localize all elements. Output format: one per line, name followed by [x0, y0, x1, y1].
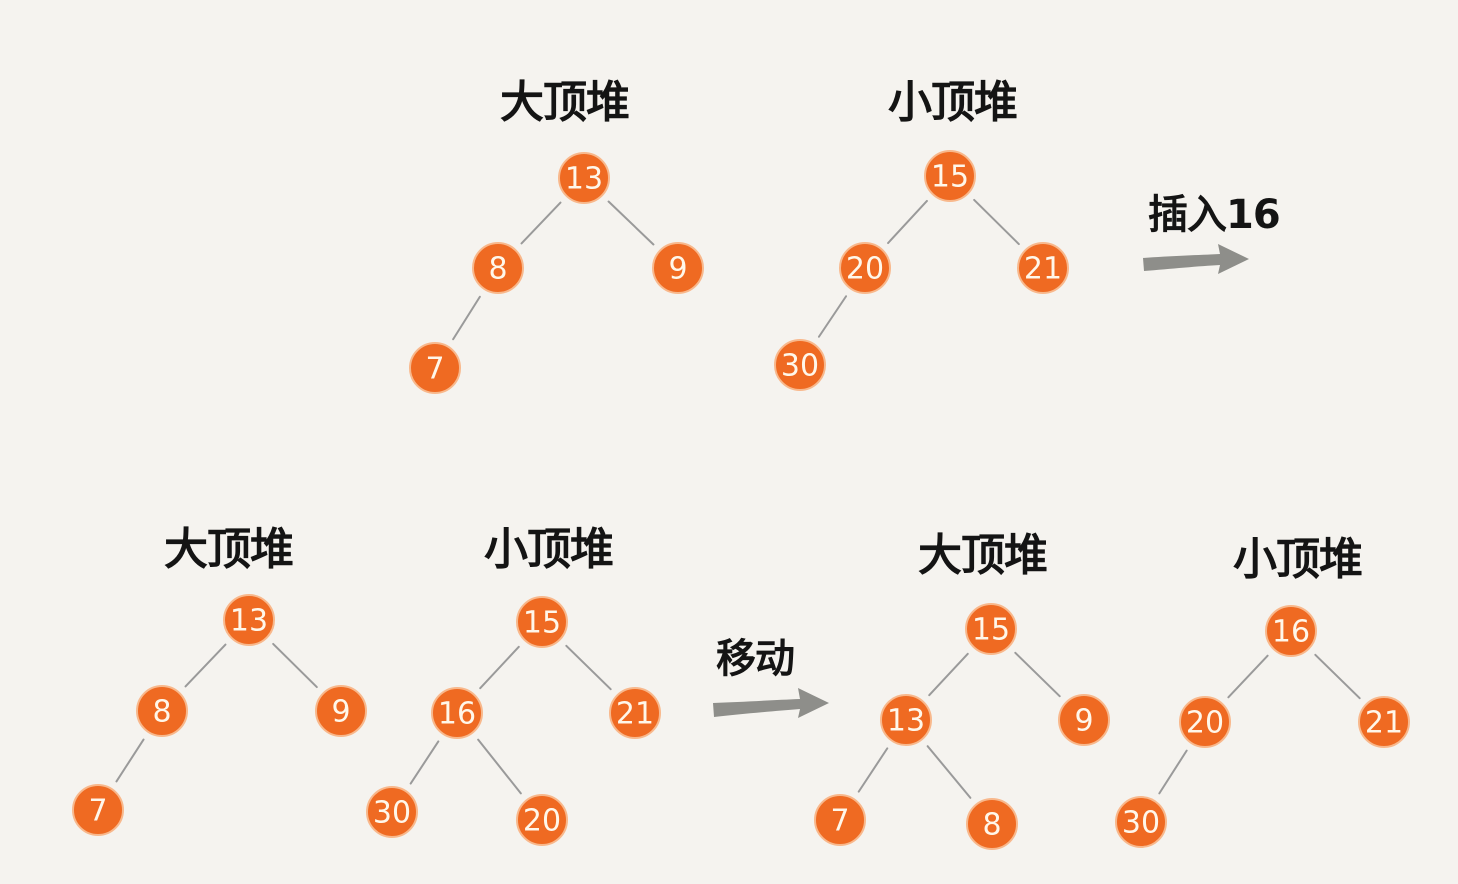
heap-title: 小顶堆 — [1233, 534, 1362, 585]
heap-node — [136, 685, 188, 737]
heap-node — [516, 794, 568, 846]
heap-node-label: 7 — [425, 352, 444, 387]
heap-node — [814, 794, 866, 846]
heap-title: 大顶堆 — [164, 524, 293, 575]
heap-edge — [184, 643, 227, 688]
heap-node — [516, 596, 568, 648]
heap-node — [1358, 696, 1410, 748]
heap-edge — [520, 201, 562, 245]
heap-node-label: 21 — [1024, 252, 1062, 287]
move-step: 移动 — [713, 636, 829, 718]
heap-node-label: 15 — [931, 160, 969, 195]
heap-node — [774, 339, 826, 391]
heap-node-label: 21 — [616, 697, 654, 732]
heap-node-label: 9 — [1074, 704, 1093, 739]
heap-node-label: 7 — [830, 804, 849, 839]
heap-edge — [1314, 653, 1361, 700]
heap-edge — [272, 642, 318, 689]
heap-node-label: 30 — [373, 796, 411, 831]
heap-node — [431, 687, 483, 739]
heap-node — [965, 603, 1017, 655]
heap-node-label: 30 — [781, 349, 819, 384]
heap-node-label: 16 — [1272, 615, 1310, 650]
heap-node — [315, 685, 367, 737]
heap-edge — [1158, 749, 1188, 795]
heap-title: 大顶堆 — [500, 77, 629, 128]
heap-node — [558, 152, 610, 204]
heap-node — [652, 242, 704, 294]
heap-node — [472, 242, 524, 294]
move-step-label: 移动 — [716, 636, 794, 682]
heap-node — [223, 594, 275, 646]
heap-node — [1115, 796, 1167, 848]
heap-node — [966, 798, 1018, 850]
heap-title: 大顶堆 — [918, 530, 1047, 581]
heap-node-label: 8 — [152, 695, 171, 730]
heap-edge — [607, 200, 655, 246]
heap-node-label: 16 — [438, 697, 476, 732]
heap-node-label: 21 — [1365, 706, 1403, 741]
right-arrow-icon — [713, 688, 829, 718]
heap-inserted-max: 大顶堆 13 8 9 7 — [72, 524, 367, 836]
heap-node-label: 9 — [331, 695, 350, 730]
heap-node-label: 30 — [1122, 806, 1160, 841]
heap-edge — [409, 740, 440, 785]
insert-step: 插入16 — [1143, 192, 1281, 274]
heap-edge — [887, 199, 928, 245]
heap-node-label: 20 — [846, 252, 884, 287]
heap-edge — [565, 644, 612, 691]
heap-moved-max: 大顶堆 15 13 9 7 8 — [814, 530, 1110, 850]
heap-node-label: 13 — [887, 704, 925, 739]
heap-node — [609, 687, 661, 739]
heap-moved-min: 小顶堆 16 20 21 30 — [1115, 534, 1410, 848]
heap-node-label: 8 — [982, 808, 1001, 843]
heap-edge — [857, 747, 889, 793]
heap-node — [409, 342, 461, 394]
heap-edge — [928, 652, 969, 697]
heap-node — [1058, 694, 1110, 746]
heap-node — [72, 784, 124, 836]
heap-edge — [973, 198, 1020, 246]
heap-edge — [115, 738, 145, 783]
heap-node — [366, 786, 418, 838]
heap-title: 小顶堆 — [484, 524, 613, 575]
heap-node-label: 20 — [1186, 706, 1224, 741]
heap-node-label: 13 — [230, 604, 268, 639]
heap-edge — [926, 745, 972, 799]
heap-edge — [817, 295, 848, 338]
heap-node — [1179, 696, 1231, 748]
heap-node-label: 15 — [523, 606, 561, 641]
heap-edge — [477, 738, 522, 795]
heap-top-max: 大顶堆 13 8 9 7 — [409, 77, 704, 394]
heap-edge — [1014, 651, 1061, 698]
heap-node — [1017, 242, 1069, 294]
heap-node-label: 8 — [488, 252, 507, 287]
heap-top-min: 小顶堆 15 20 21 30 — [774, 77, 1069, 391]
right-arrow-icon — [1143, 244, 1249, 274]
heap-node-label: 7 — [88, 794, 107, 829]
heap-node-label: 9 — [668, 252, 687, 287]
heap-inserted-min: 小顶堆 15 16 21 30 20 — [366, 524, 661, 846]
heap-node-label: 13 — [565, 162, 603, 197]
heap-node — [1265, 605, 1317, 657]
heap-node — [880, 694, 932, 746]
heap-node — [839, 242, 891, 294]
heap-node-label: 20 — [523, 804, 561, 839]
insert-step-label: 插入16 — [1148, 192, 1280, 238]
heap-edge — [1227, 654, 1269, 699]
heap-edge — [479, 645, 520, 690]
heap-node-label: 15 — [972, 613, 1010, 648]
heap-node — [924, 150, 976, 202]
heap-edge — [452, 295, 481, 341]
heap-title: 小顶堆 — [888, 77, 1017, 128]
